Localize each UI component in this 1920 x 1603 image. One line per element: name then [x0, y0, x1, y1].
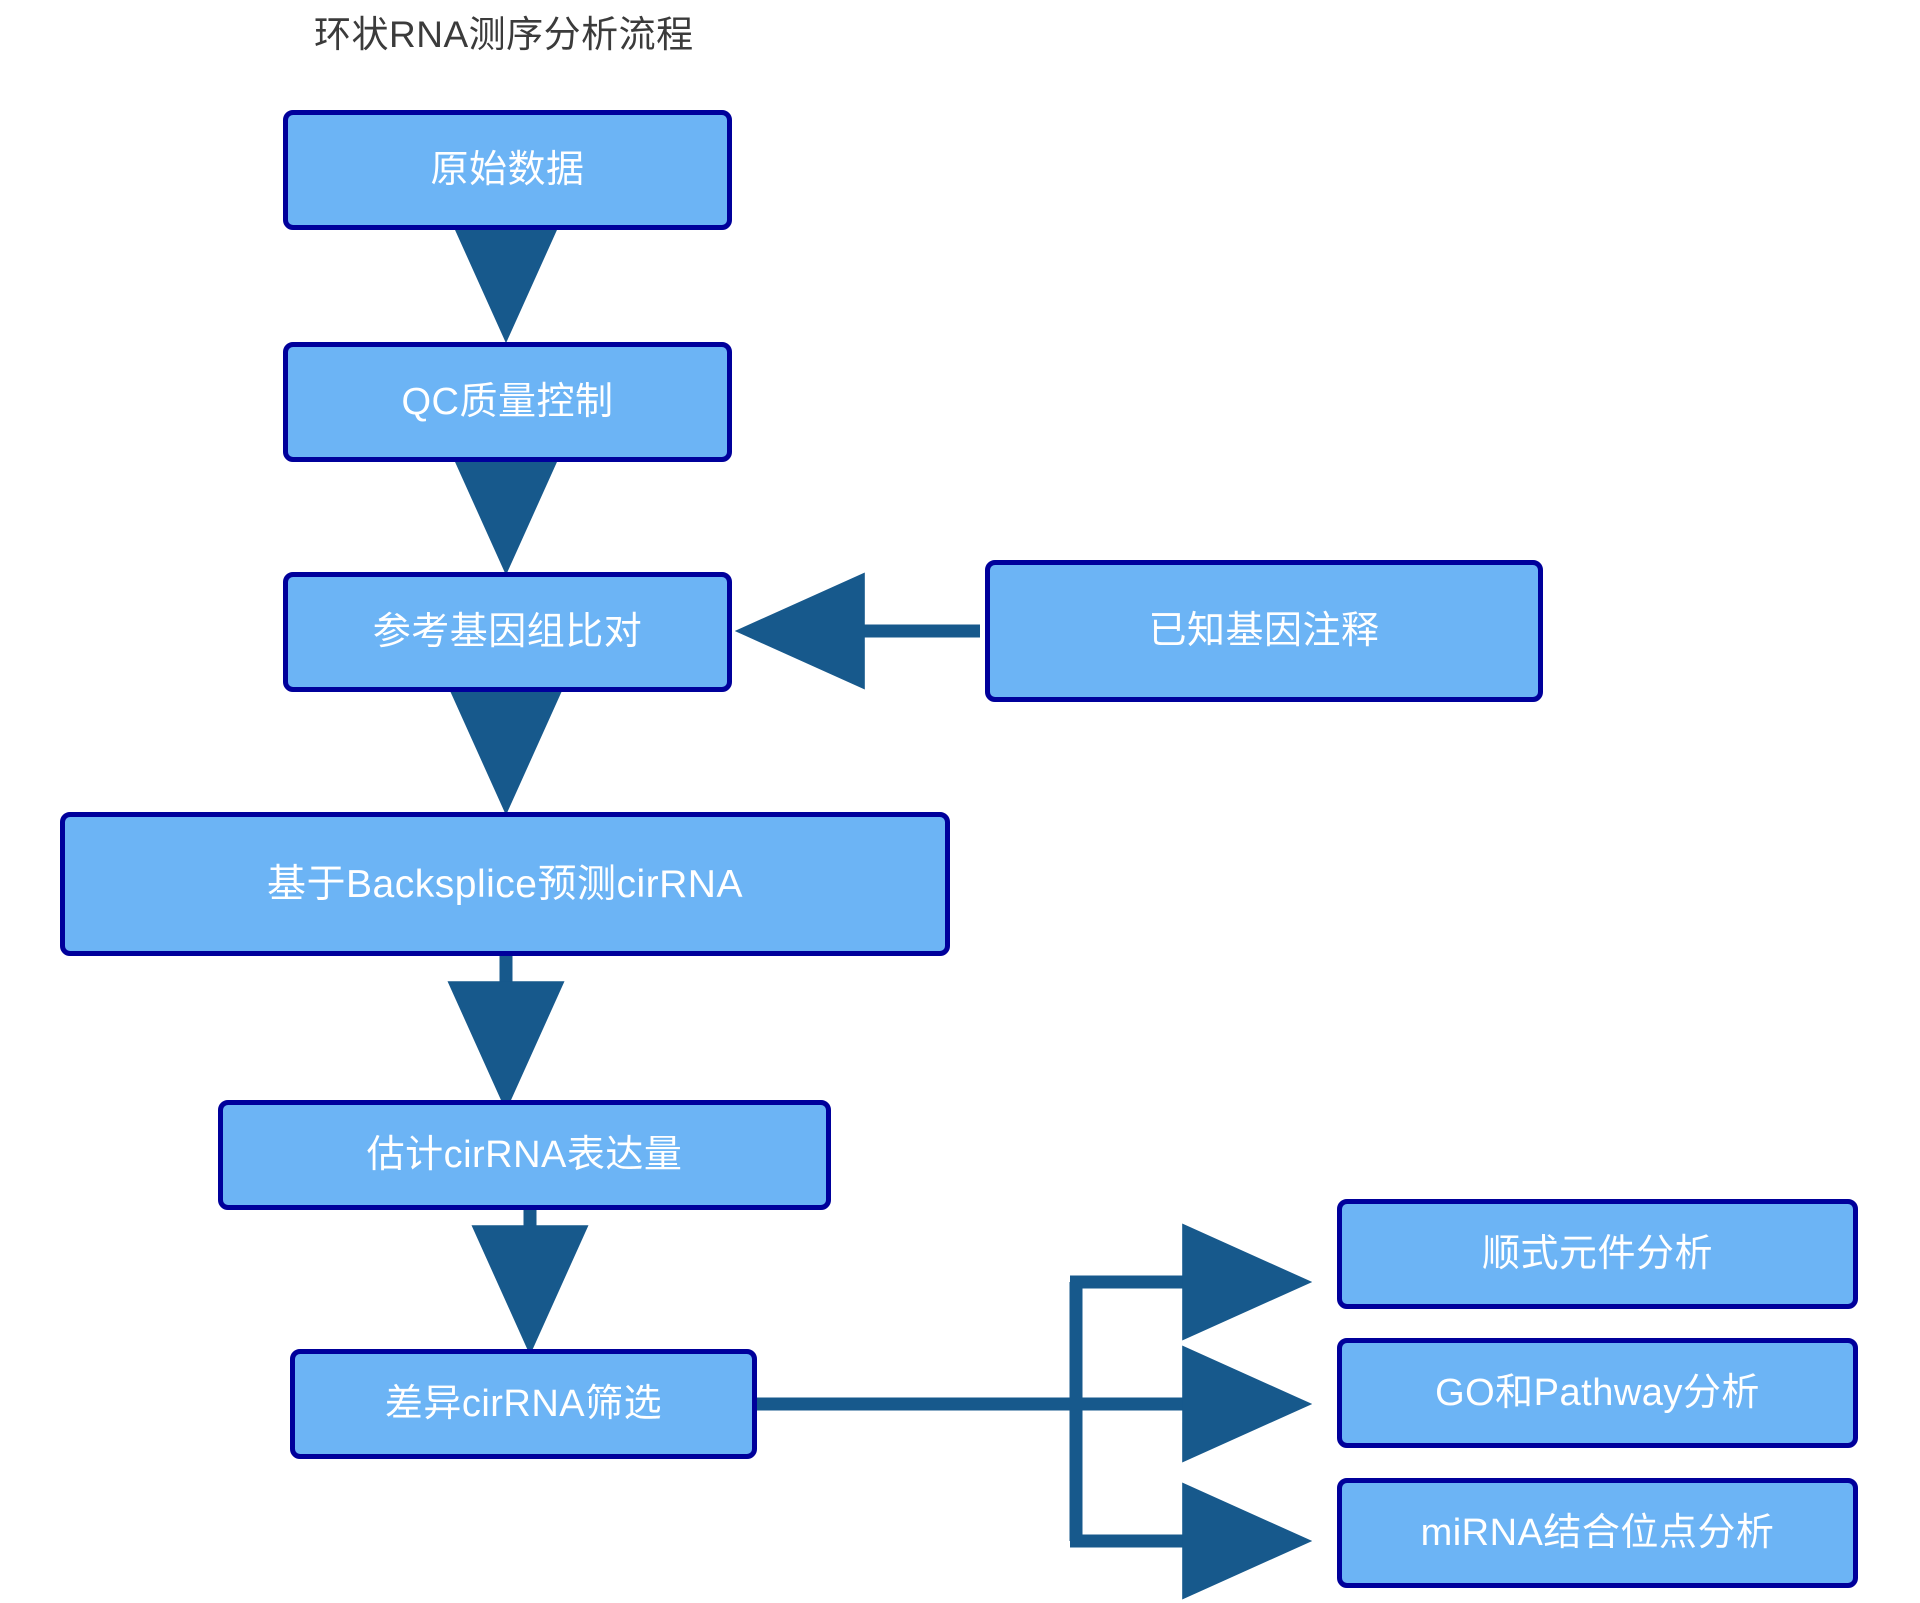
node-raw-data[interactable]: 原始数据	[283, 110, 732, 230]
node-mirna-binding-site-analysis[interactable]: miRNA结合位点分析	[1337, 1478, 1858, 1588]
node-circrna-expression[interactable]: 估计cirRNA表达量	[218, 1100, 831, 1210]
diagram-title: 环状RNA测序分析流程	[314, 14, 694, 55]
node-differential-circrna[interactable]: 差异cirRNA筛选	[290, 1349, 757, 1459]
node-go-pathway-analysis[interactable]: GO和Pathway分析	[1337, 1338, 1858, 1448]
node-known-gene-annotation[interactable]: 已知基因注释	[985, 560, 1543, 702]
node-cis-element-analysis[interactable]: 顺式元件分析	[1337, 1199, 1858, 1309]
node-backsplice-prediction[interactable]: 基于Backsplice预测cirRNA	[60, 812, 950, 956]
node-qc[interactable]: QC质量控制	[283, 342, 732, 462]
node-reference-genome-align[interactable]: 参考基因组比对	[283, 572, 732, 692]
edge-diff-branch-trunk	[757, 1282, 1277, 1541]
